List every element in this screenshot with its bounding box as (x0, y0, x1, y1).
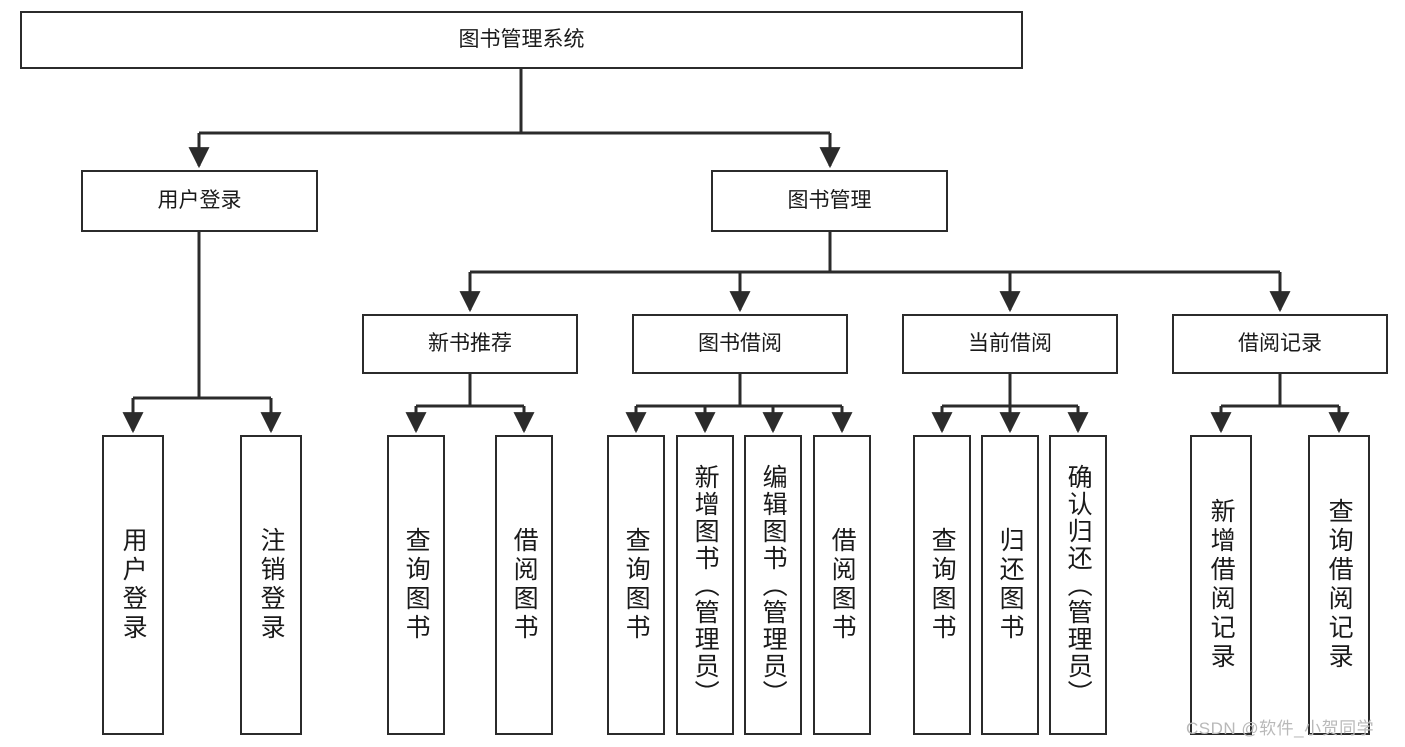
node-current-borrow-label: 当前借阅 (968, 332, 1052, 356)
watermark-text: CSDN @软件_小贺同学 (1186, 719, 1375, 738)
node-book-borrow[interactable]: 图书借阅 (632, 314, 848, 374)
leaf-borrow-book-2-label: 借阅图书 (828, 527, 857, 643)
leaf-query-record[interactable]: 查询借阅记录 (1308, 435, 1370, 735)
leaf-edit-book-label: 编辑图书（管理员） (759, 463, 788, 707)
leaf-logout-label: 注销登录 (257, 527, 286, 643)
node-root-label: 图书管理系统 (458, 28, 585, 52)
leaf-add-record-label: 新增借阅记录 (1207, 498, 1236, 672)
node-root[interactable]: 图书管理系统 (20, 11, 1023, 69)
node-user-login[interactable]: 用户登录 (81, 170, 318, 232)
leaf-add-record[interactable]: 新增借阅记录 (1190, 435, 1252, 735)
leaf-borrow-book-1[interactable]: 借阅图书 (495, 435, 553, 735)
leaf-confirm-return[interactable]: 确认归还（管理员） (1049, 435, 1107, 735)
leaf-borrow-book-2[interactable]: 借阅图书 (813, 435, 871, 735)
leaf-query-book-1[interactable]: 查询图书 (387, 435, 445, 735)
node-new-book-rec-label: 新书推荐 (428, 332, 512, 356)
leaf-query-book-2[interactable]: 查询图书 (607, 435, 665, 735)
node-new-book-rec[interactable]: 新书推荐 (362, 314, 578, 374)
leaf-confirm-return-label: 确认归还（管理员） (1064, 463, 1093, 707)
leaf-query-book-1-label: 查询图书 (402, 527, 431, 643)
node-user-login-label: 用户登录 (157, 189, 242, 213)
leaf-return-book-label: 归还图书 (996, 527, 1025, 643)
leaf-query-book-2-label: 查询图书 (622, 527, 651, 643)
node-book-manage[interactable]: 图书管理 (711, 170, 948, 232)
leaf-edit-book[interactable]: 编辑图书（管理员） (744, 435, 802, 735)
leaf-borrow-book-1-label: 借阅图书 (510, 527, 539, 643)
leaf-return-book[interactable]: 归还图书 (981, 435, 1039, 735)
leaf-user-login-label: 用户登录 (119, 527, 148, 643)
leaf-query-book-3-label: 查询图书 (928, 527, 957, 643)
leaf-logout[interactable]: 注销登录 (240, 435, 302, 735)
leaf-add-book[interactable]: 新增图书（管理员） (676, 435, 734, 735)
node-book-manage-label: 图书管理 (787, 189, 872, 213)
node-borrow-record-label: 借阅记录 (1238, 332, 1322, 356)
node-book-borrow-label: 图书借阅 (698, 332, 782, 356)
leaf-user-login[interactable]: 用户登录 (102, 435, 164, 735)
leaf-query-record-label: 查询借阅记录 (1325, 498, 1354, 672)
node-current-borrow[interactable]: 当前借阅 (902, 314, 1118, 374)
node-borrow-record[interactable]: 借阅记录 (1172, 314, 1388, 374)
leaf-query-book-3[interactable]: 查询图书 (913, 435, 971, 735)
leaf-add-book-label: 新增图书（管理员） (691, 463, 720, 707)
